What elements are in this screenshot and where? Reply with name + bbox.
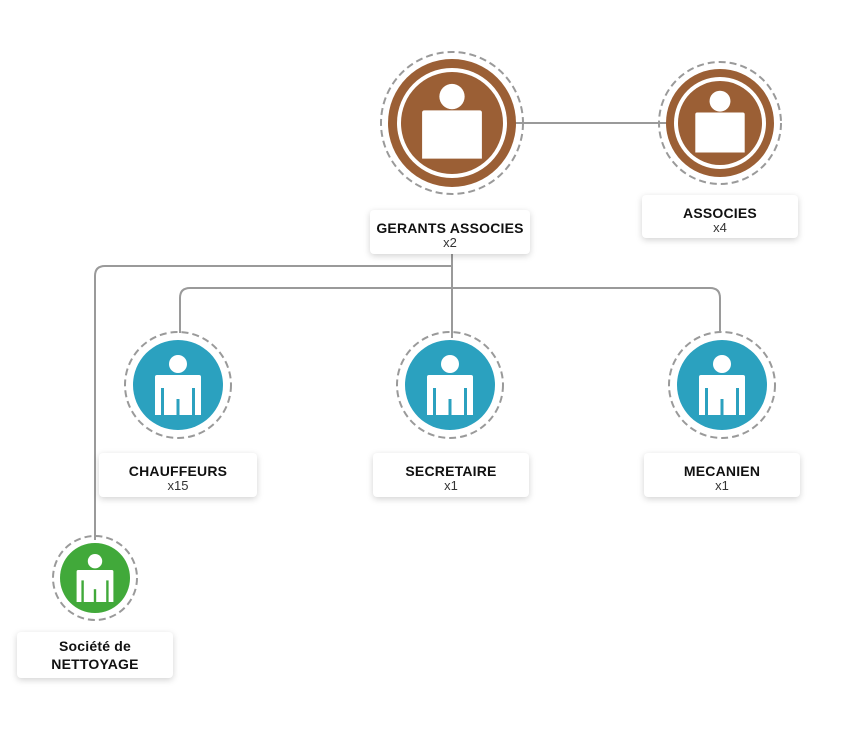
- node-title-line2: NETTOYAGE: [51, 656, 139, 672]
- person-icon: [427, 355, 473, 415]
- connector-branch-staff: [179, 287, 721, 333]
- label-associes: ASSOCIES x4: [642, 195, 798, 238]
- node-count: x1: [444, 478, 458, 493]
- node-count: x1: [715, 478, 729, 493]
- person-icon: [155, 355, 201, 415]
- node-nettoyage: [52, 535, 138, 621]
- person-icon: [699, 355, 745, 415]
- node-title: GERANTS ASSOCIES: [376, 220, 524, 236]
- dashed-ring: [396, 331, 504, 439]
- node-title: ASSOCIES: [683, 205, 757, 221]
- node-associes: [658, 61, 782, 185]
- label-chauffeurs: CHAUFFEURS x15: [99, 453, 257, 497]
- dashed-ring: [52, 535, 138, 621]
- node-chauffeurs: [124, 331, 232, 439]
- node-title: MECANIEN: [683, 463, 761, 479]
- person-icon: [695, 90, 745, 153]
- node-title: CHAUFFEURS: [128, 463, 228, 479]
- label-nettoyage: Société de NETTOYAGE: [17, 632, 173, 678]
- node-gerants-associes: [380, 51, 524, 195]
- label-secretaire: SECRETAIRE x1: [373, 453, 529, 497]
- dashed-ring: [380, 51, 524, 195]
- node-title: SECRETAIRE: [405, 463, 497, 479]
- node-count: x2: [443, 235, 457, 250]
- person-icon: [76, 554, 114, 602]
- label-gerants-associes: GERANTS ASSOCIES x2: [370, 210, 530, 254]
- node-title-line1: Société de: [58, 638, 132, 654]
- node-count: x15: [167, 478, 189, 493]
- dashed-ring: [658, 61, 782, 185]
- person-icon: [422, 83, 482, 159]
- dashed-ring: [668, 331, 776, 439]
- node-secretaire: [396, 331, 504, 439]
- dashed-ring: [124, 331, 232, 439]
- node-mecanien: [668, 331, 776, 439]
- label-mecanien: MECANIEN x1: [644, 453, 800, 497]
- connector-branch-nettoyage: [94, 265, 452, 540]
- node-count: x4: [713, 220, 727, 235]
- connector-lines: [94, 122, 721, 540]
